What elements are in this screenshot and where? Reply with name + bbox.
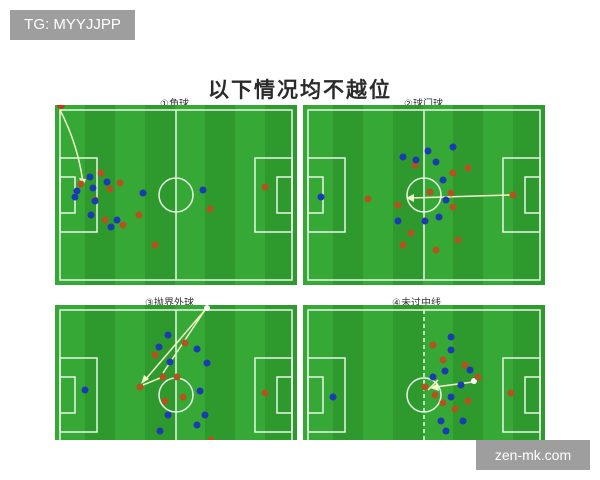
telegram-watermark: TG: MYYJJPP [10, 10, 135, 40]
caption-corner-kick: ①角球 [160, 99, 189, 110]
pitch-diagram-corner-kick [55, 105, 297, 285]
pitch-diagram-throw-in [55, 305, 297, 440]
page-title: 以下情况均不越位 [208, 78, 392, 102]
pitch-diagram-goal-kick [303, 105, 545, 285]
site-watermark: zen-mk.com [476, 440, 590, 470]
caption-goal-kick: ②球门球 [404, 99, 443, 110]
pitch-diagram-not-past-halfway [303, 305, 545, 440]
caption-not-past-halfway: ④未过中线 [392, 298, 441, 309]
caption-throw-in: ③抛界外球 [145, 298, 194, 309]
